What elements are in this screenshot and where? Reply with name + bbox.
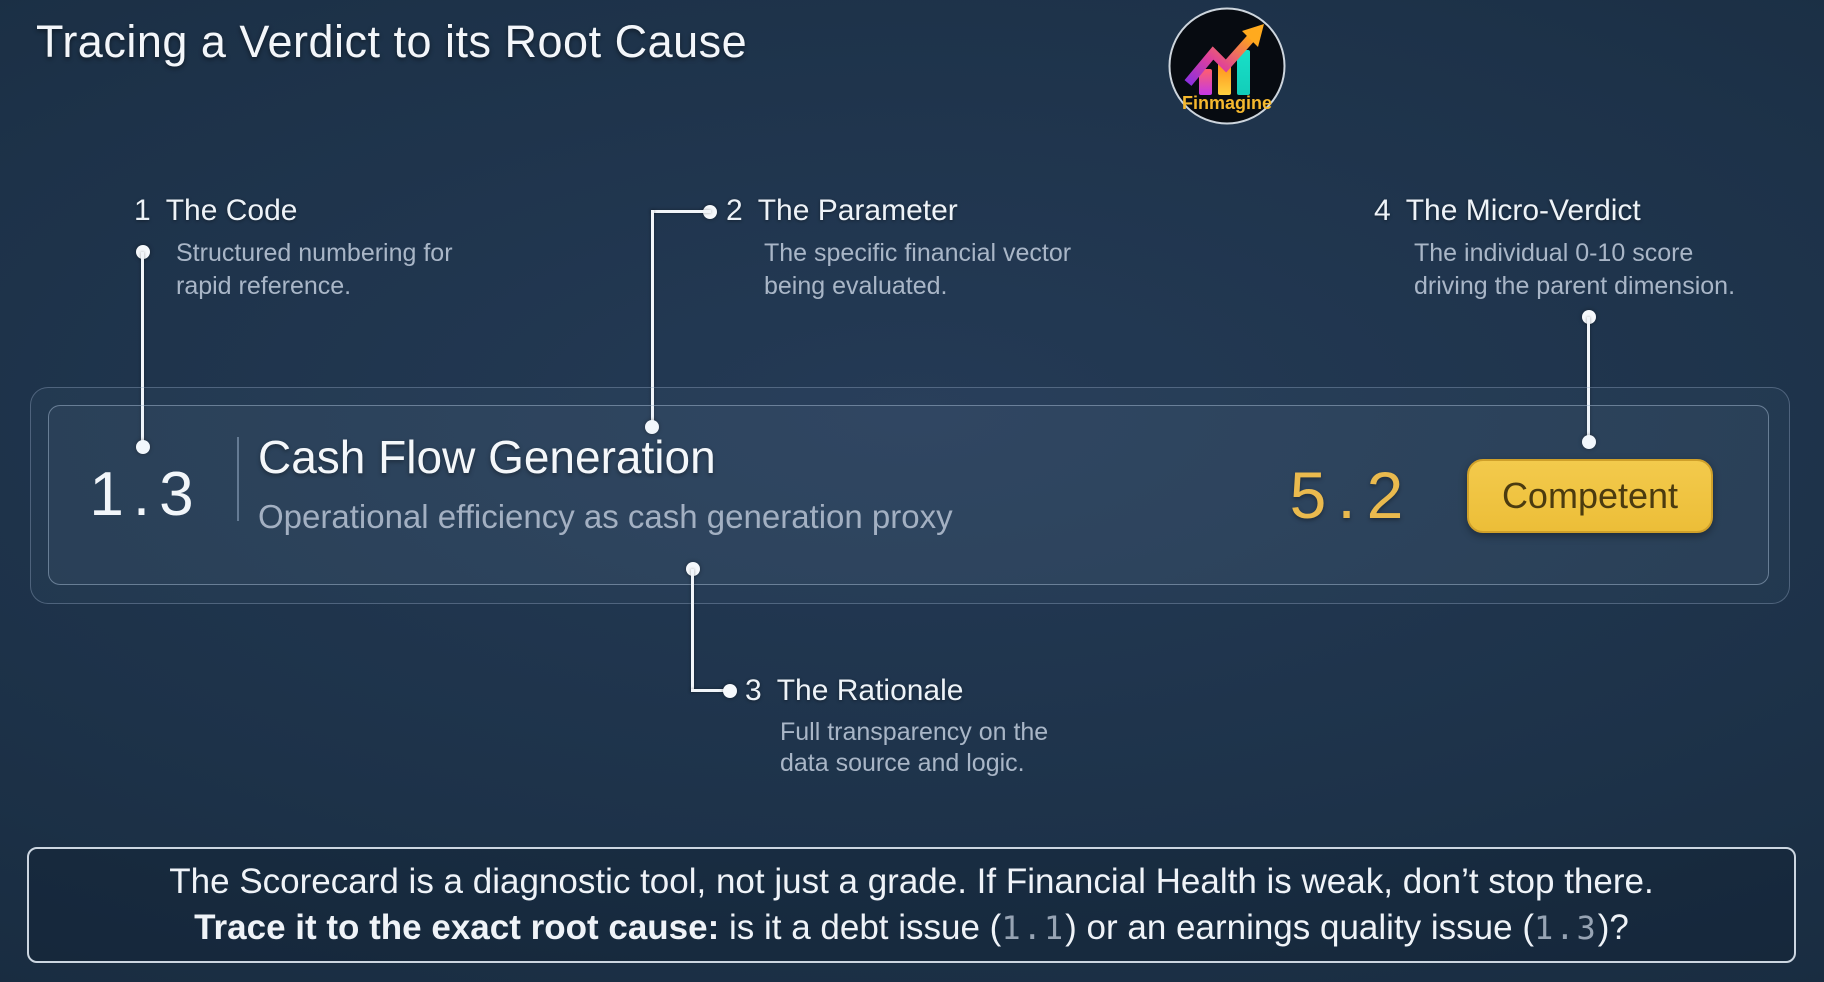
footer-text: )? bbox=[1597, 908, 1629, 947]
footer-code-1-3: 1.3 bbox=[1533, 909, 1598, 947]
parameter-name: Cash Flow Generation bbox=[258, 431, 716, 483]
callout-the-parameter: 2 The Parameter The specific financial v… bbox=[726, 194, 1071, 303]
connector-dot bbox=[1582, 435, 1596, 449]
footer-note-box: The Scorecard is a diagnostic tool, not … bbox=[27, 847, 1796, 963]
logo-brand-text: Finmagine bbox=[1182, 93, 1272, 113]
footer-code-1-1: 1.1 bbox=[1001, 909, 1066, 947]
callout-description: Structured numbering for rapid reference… bbox=[176, 239, 453, 300]
card-divider bbox=[237, 437, 239, 521]
footer-line-2: Trace it to the exact root cause: is it … bbox=[29, 906, 1794, 950]
callout-title: The Code bbox=[165, 194, 298, 227]
callout-the-rationale: 3 The Rationale Full transparency on the… bbox=[745, 674, 1048, 779]
connector-dot bbox=[645, 420, 659, 434]
growth-arrow-icon bbox=[1184, 24, 1264, 86]
callout-number: 3 bbox=[745, 674, 762, 707]
connector-line bbox=[691, 689, 724, 692]
parameter-rationale: Operational efficiency as cash generatio… bbox=[258, 498, 953, 535]
callout-title: The Rationale bbox=[776, 674, 964, 707]
connector-line bbox=[141, 252, 144, 447]
callout-the-code: 1 The Code Structured numbering for rapi… bbox=[134, 194, 453, 303]
connector-dot bbox=[136, 440, 150, 454]
callout-number: 4 bbox=[1374, 194, 1391, 227]
callout-number: 2 bbox=[726, 194, 743, 227]
callout-number: 1 bbox=[134, 194, 151, 227]
connector-line bbox=[691, 569, 694, 692]
connector-line bbox=[651, 210, 711, 213]
page-title: Tracing a Verdict to its Root Cause bbox=[36, 16, 748, 67]
footer-line-1: The Scorecard is a diagnostic tool, not … bbox=[169, 862, 1654, 901]
verdict-badge: Competent bbox=[1467, 459, 1713, 533]
footer-bold-phrase: Trace it to the exact root cause: bbox=[194, 908, 720, 947]
callout-title: The Micro-Verdict bbox=[1405, 194, 1641, 227]
scorecard-row-outer bbox=[30, 387, 1790, 604]
callout-description: The specific financial vector being eval… bbox=[764, 239, 1072, 300]
connector-dot bbox=[723, 684, 737, 698]
callout-description: The individual 0-10 score driving the pa… bbox=[1414, 239, 1736, 300]
footer-text: ) or an earnings quality issue ( bbox=[1065, 908, 1534, 947]
parameter-code: 1.3 bbox=[89, 460, 203, 529]
callout-description: Full transparency on the data source and… bbox=[780, 718, 1049, 777]
footer-text: is it a debt issue ( bbox=[719, 908, 1002, 947]
callout-title: The Parameter bbox=[757, 194, 958, 227]
callout-the-micro-verdict: 4 The Micro-Verdict The individual 0-10 … bbox=[1374, 194, 1735, 303]
connector-line bbox=[651, 210, 654, 425]
finmagine-logo: Finmagine bbox=[1168, 7, 1286, 125]
micro-verdict-score: 5.2 bbox=[1289, 458, 1415, 532]
connector-line bbox=[1587, 317, 1590, 442]
